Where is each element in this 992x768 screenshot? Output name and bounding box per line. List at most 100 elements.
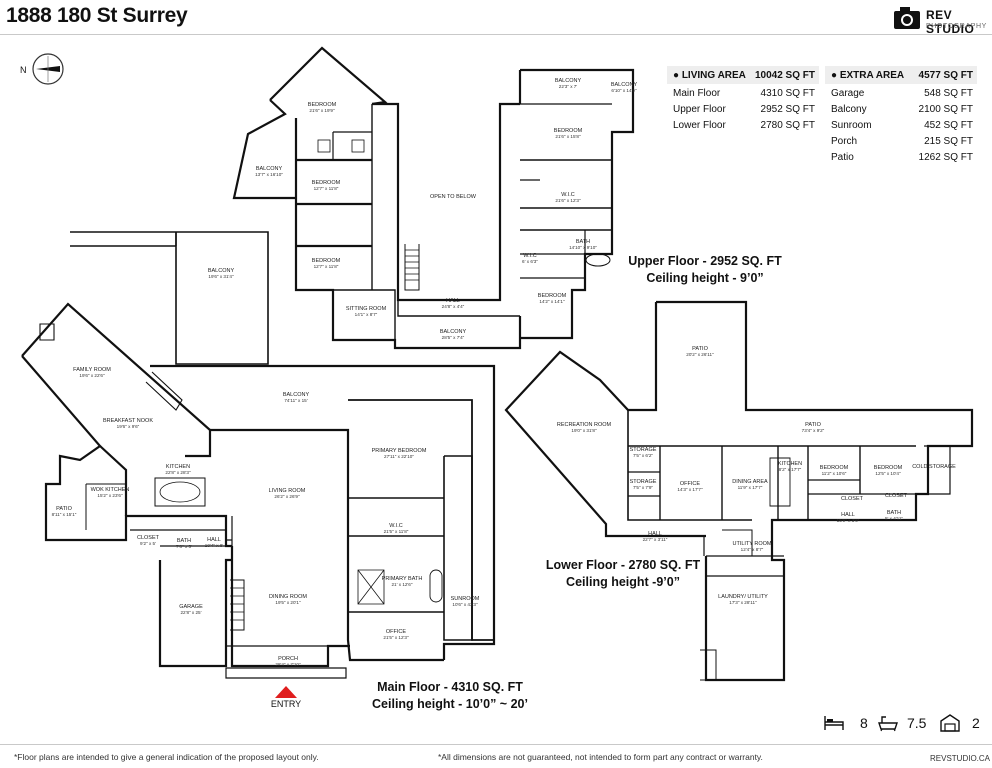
room-name: HALL	[207, 537, 221, 543]
room-name: BALCONY	[256, 166, 283, 172]
room-dimension: 28'4" x 7'10"	[275, 662, 301, 667]
room-dimension: 14'10" x 9'10"	[569, 245, 597, 250]
room-name: BALCONY	[283, 392, 310, 398]
room-name: KITCHEN	[166, 464, 190, 470]
room-dimension: 14'2" x 14'1"	[539, 299, 565, 304]
room-dimension: 15'9" x 3'6"	[837, 518, 860, 523]
lower-floor-ceiling: Ceiling height -9’0”	[566, 575, 680, 589]
room-name: KITCHEN	[778, 461, 802, 467]
row-value: 4310 SQ FT	[760, 88, 815, 99]
room-dimension: 12'4" x 8'7"	[741, 547, 764, 552]
room-dimension: 21' x 12'6"	[391, 582, 412, 587]
room-dimension: 10'4" x 8'	[205, 543, 224, 548]
living-area-table: ● LIVING AREA 10042 SQ FT Main Floor 431…	[667, 66, 819, 140]
row-label: Main Floor	[673, 88, 721, 99]
room-dimension: 19'0" x 31'8"	[571, 428, 597, 433]
garage-icon	[940, 714, 960, 732]
room-name: OPEN TO BELOW	[430, 194, 477, 200]
room-name: BEDROOM	[312, 180, 341, 186]
room-dimension: 22'3" x 7'	[559, 84, 578, 89]
camera-icon	[894, 7, 920, 29]
room-name: BEDROOM	[538, 293, 567, 299]
room-name: W.I.C	[523, 253, 536, 259]
room-dimension: 21'6" x 12'3"	[555, 198, 581, 203]
living-area-row: Main Floor 4310 SQ FT	[667, 88, 819, 103]
room-name: W.I.C	[561, 192, 574, 198]
room-name: PORCH	[278, 656, 298, 662]
room-dimension: 24'8" x 4'4"	[442, 304, 465, 309]
brand-sub: PHOTOGRAPHY	[926, 23, 987, 30]
room-name: OFFICE	[386, 629, 406, 635]
room-name: PATIO	[692, 346, 708, 352]
room-name: STORAGE	[630, 447, 657, 453]
room-dimension: 17'3" x 28'11"	[729, 600, 757, 605]
row-label: Porch	[831, 136, 858, 147]
room-name: W.I.C	[389, 523, 402, 529]
garage-count: 2	[972, 715, 980, 731]
row-label: Garage	[831, 88, 865, 99]
room-dimension: 19'6" x 22'6"	[79, 373, 105, 378]
room-dimension: 8'2" x 17'7"	[779, 467, 802, 472]
room-dimension: 14'1" x 8'7"	[355, 312, 378, 317]
bathroom-count: 7.5	[907, 715, 927, 731]
extra-area-row: Garage 548 SQ FT	[825, 88, 977, 103]
room-dimension: 8'11" x 15'1"	[52, 512, 77, 517]
room-dimension: 19'6" x 9'6"	[117, 424, 140, 429]
room-name: LIVING ROOM	[269, 488, 306, 494]
extra-area-label: ● EXTRA AREA	[831, 70, 905, 81]
row-value: 1262 SQ FT	[918, 152, 973, 163]
row-value: 2100 SQ FT	[918, 104, 973, 115]
room-name: BREAKFAST NOOK	[103, 418, 153, 424]
upper-floor-ceiling: Ceiling height - 9’0”	[646, 271, 764, 285]
room-name: CLOSET	[841, 496, 864, 502]
entry-marker: ENTRY	[266, 686, 306, 709]
room-dimension: 21'6" x 15'8"	[555, 134, 581, 139]
upper-floor-caption: Upper Floor - 2952 SQ. FT Ceiling height…	[612, 253, 798, 287]
row-value: 548 SQ FT	[924, 88, 973, 99]
room-dimension: 11'2" x 10'6"	[822, 471, 847, 476]
compass-icon	[32, 53, 64, 85]
room-dimension: 6' x 6'3"	[522, 259, 538, 264]
room-name: PATIO	[56, 506, 72, 512]
living-area-total: 10042 SQ FT	[754, 70, 815, 81]
room-dimension: 26'2" x 26'9"	[274, 494, 300, 499]
room-name: BEDROOM	[874, 465, 903, 471]
room-name: BALCONY	[208, 268, 235, 274]
room-dimension: 22'8" x 28'3"	[165, 470, 191, 475]
room-name: HALL	[446, 298, 460, 304]
bathtub-icon	[878, 716, 898, 732]
room-name: HALL	[841, 512, 855, 518]
room-dimension: 15'2" x 23'6"	[97, 493, 123, 498]
extra-area-row: Porch 215 SQ FT	[825, 136, 977, 151]
extra-area-row: Patio 1262 SQ FT	[825, 152, 977, 167]
room-name: GARAGE	[179, 604, 203, 610]
bed-icon	[824, 716, 844, 730]
room-dimension: 73'4" x 9'2"	[802, 428, 825, 433]
lower-floor-area: Lower Floor - 2780 SQ. FT	[545, 558, 701, 572]
footer-website: REVSTUDIO.CA	[930, 754, 991, 763]
footer-disclaimer-dimensions: *All dimensions are not guaranteed, not …	[438, 752, 763, 762]
room-dimension: 12'7" x 11'8"	[314, 186, 339, 191]
room-name: PRIMARY BATH	[382, 576, 423, 582]
room-name: BATH	[177, 538, 191, 544]
room-name: WOK KITCHEN	[91, 487, 130, 493]
room-name: OFFICE	[680, 481, 700, 487]
main-floor-area: Main Floor - 4310 SQ. FT	[377, 680, 523, 694]
row-value: 452 SQ FT	[924, 120, 973, 131]
room-dimension: 21'5" x 11'8"	[384, 529, 409, 534]
room-name: BATH	[576, 239, 590, 245]
room-name: UTILITY ROOM	[732, 541, 771, 547]
extra-area-header: ● EXTRA AREA 4577 SQ FT	[825, 66, 977, 84]
room-dimension: 12'5" x 10'4"	[875, 471, 901, 476]
living-area-header: ● LIVING AREA 10042 SQ FT	[667, 66, 819, 84]
living-area-row: Lower Floor 2780 SQ FT	[667, 120, 819, 135]
room-dimension: 5' x 4'11"	[885, 516, 903, 521]
room-name: STORAGE	[630, 479, 657, 485]
room-name: SUNROOM	[451, 596, 480, 602]
room-name: BALCONY	[611, 82, 638, 88]
extra-area-total: 4577 SQ FT	[918, 70, 973, 81]
room-dimension: 28'5" x 7'4"	[442, 335, 465, 340]
row-label: Sunroom	[831, 120, 872, 131]
room-dimension: 22'7" x 3'11"	[643, 537, 668, 542]
